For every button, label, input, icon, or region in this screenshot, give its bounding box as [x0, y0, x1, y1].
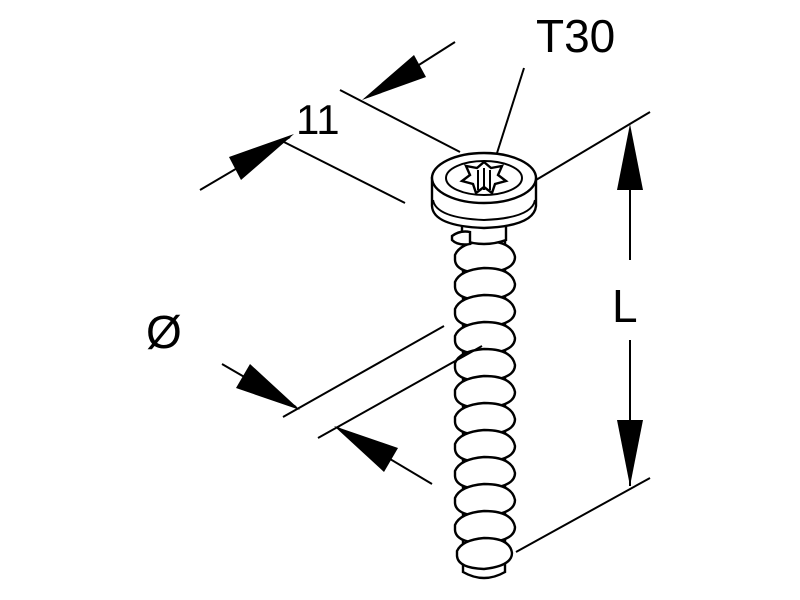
diameter-arrowhead-right: [334, 426, 398, 472]
length-dimension: L: [515, 111, 651, 553]
head-edge-line: [432, 199, 536, 222]
arrowhead-upper: [362, 55, 426, 100]
drive-callout: T30: [490, 10, 615, 173]
extension-line-bottom: [279, 139, 406, 204]
thread-start: [450, 230, 472, 246]
arrowhead-lower: [229, 134, 294, 180]
length-extension-top: [535, 111, 651, 181]
length-arrowhead-top: [617, 124, 643, 190]
diameter-extension-upper: [282, 325, 445, 418]
thread-diameter-dimension: Ø: [146, 306, 483, 485]
diameter-label: Ø: [146, 306, 182, 358]
diameter-arrowhead-left: [236, 364, 300, 410]
extension-line-top: [339, 89, 461, 153]
screw: [430, 151, 538, 580]
length-extension-bottom: [515, 477, 651, 553]
drive-label: T30: [536, 10, 615, 62]
length-arrowhead-bottom: [617, 420, 643, 486]
screw-thread: [453, 239, 517, 571]
length-label: L: [612, 280, 638, 332]
head-width-label: 11: [296, 96, 340, 143]
head-width-dimension: 11: [199, 41, 461, 204]
diameter-extension-lower: [317, 345, 483, 439]
